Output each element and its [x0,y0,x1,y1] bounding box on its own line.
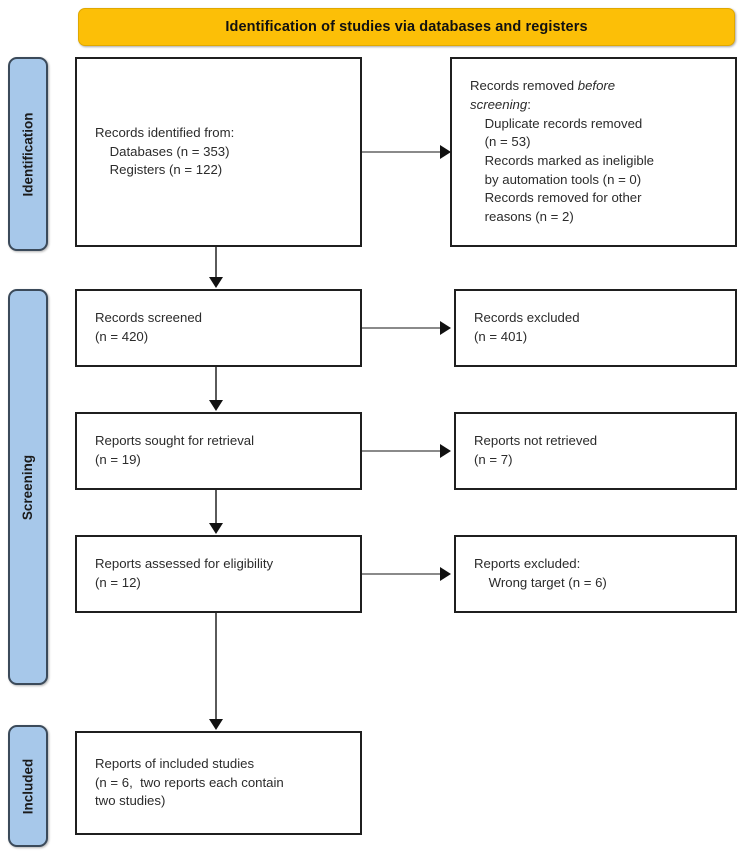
connector-sought-to-not-retrieved-line [362,450,442,452]
included-studies-note: two studies) [95,793,166,809]
box-reports-of-included-studies: Reports of included studies (n = 6, two … [75,731,362,835]
records-removed-other: Records removed for other [470,190,642,206]
reports-sought-count: (n = 19) [95,452,141,467]
records-screened-label: Records screened [95,310,203,326]
stage-identification-text: Identification [20,112,36,196]
connector-screened-to-sought-line [215,367,217,401]
records-removed-heading-italic-screening: screening [470,96,528,112]
box-records-excluded: Records excluded (n = 401) [454,289,737,367]
box-records-screened: Records screened (n = 420) [75,289,362,367]
records-identified-registers: Registers (n = 122) [95,162,223,178]
records-identified-line1: Records identified from: [95,124,235,140]
connector-screened-to-excluded-line [362,327,442,329]
box-reports-sought-for-retrieval: Reports sought for retrieval (n = 19) [75,412,362,490]
records-identified-databases: Databases (n = 353) [95,143,230,159]
connector-identified-to-screened-line [215,247,217,279]
connector-assessed-to-excluded-arrow [440,567,451,581]
connector-screened-to-excluded-arrow [440,321,451,335]
connector-sought-to-assessed-arrow [209,523,223,534]
records-removed-duplicate-count: (n = 53) [470,134,531,150]
stage-included-text: Included [20,758,36,814]
reports-assessed-label: Reports assessed for eligibility [95,556,274,572]
included-studies-label: Reports of included studies [95,755,255,771]
records-excluded-count: (n = 401) [474,329,528,344]
records-removed-ineligible: Records marked as ineligible [470,153,654,168]
diagram-header-banner: Identification of studies via databases … [78,8,735,46]
records-removed-duplicate: Duplicate records removed [470,115,643,131]
records-removed-heading-a: Records removed [470,78,578,94]
connector-assessed-to-excluded-line [362,573,442,575]
records-removed-automation: by automation tools (n = 0) [470,171,642,187]
stage-label-identification: Identification [8,57,48,251]
reports-not-retrieved-count: (n = 7) [474,452,513,467]
records-removed-other-count: reasons (n = 2) [470,209,574,225]
reports-not-retrieved-label: Reports not retrieved [474,433,598,449]
records-removed-heading-italic-before: before [577,78,616,94]
stage-label-screening: Screening [8,289,48,685]
reports-excluded-label: Reports excluded: [474,556,581,572]
connector-sought-to-not-retrieved-arrow [440,444,451,458]
stage-screening-text: Screening [20,454,36,520]
connector-sought-to-assessed-line [215,490,217,524]
box-reports-assessed-for-eligibility: Reports assessed for eligibility (n = 12… [75,535,362,613]
connector-screened-to-sought-arrow [209,400,223,411]
banner-title: Identification of studies via databases … [225,19,588,35]
records-excluded-label: Records excluded [474,310,580,326]
box-reports-not-retrieved: Reports not retrieved (n = 7) [454,412,737,490]
reports-assessed-count: (n = 12) [95,575,141,590]
connector-identified-to-removed-line [362,151,442,153]
connector-identified-to-screened-arrow [209,277,223,288]
stage-label-included: Included [8,725,48,847]
box-reports-excluded: Reports excluded: Wrong target (n = 6) [454,535,737,613]
box-records-identified: Records identified from: Databases (n = … [75,57,362,247]
box-records-removed-before-screening: Records removed before screening: Duplic… [450,57,737,247]
included-studies-count: (n = 6, two reports each contain [95,774,284,790]
connector-assessed-to-included-line [215,613,217,720]
reports-excluded-wrong-target: Wrong target (n = 6) [474,575,607,590]
records-screened-count: (n = 420) [95,329,149,344]
records-removed-heading-colon: : [527,96,531,112]
reports-sought-label: Reports sought for retrieval [95,433,255,449]
records-removed-heading-line2: screening: [470,96,735,115]
connector-assessed-to-included-arrow [209,719,223,730]
records-removed-heading-line1: Records removed before [470,77,735,96]
